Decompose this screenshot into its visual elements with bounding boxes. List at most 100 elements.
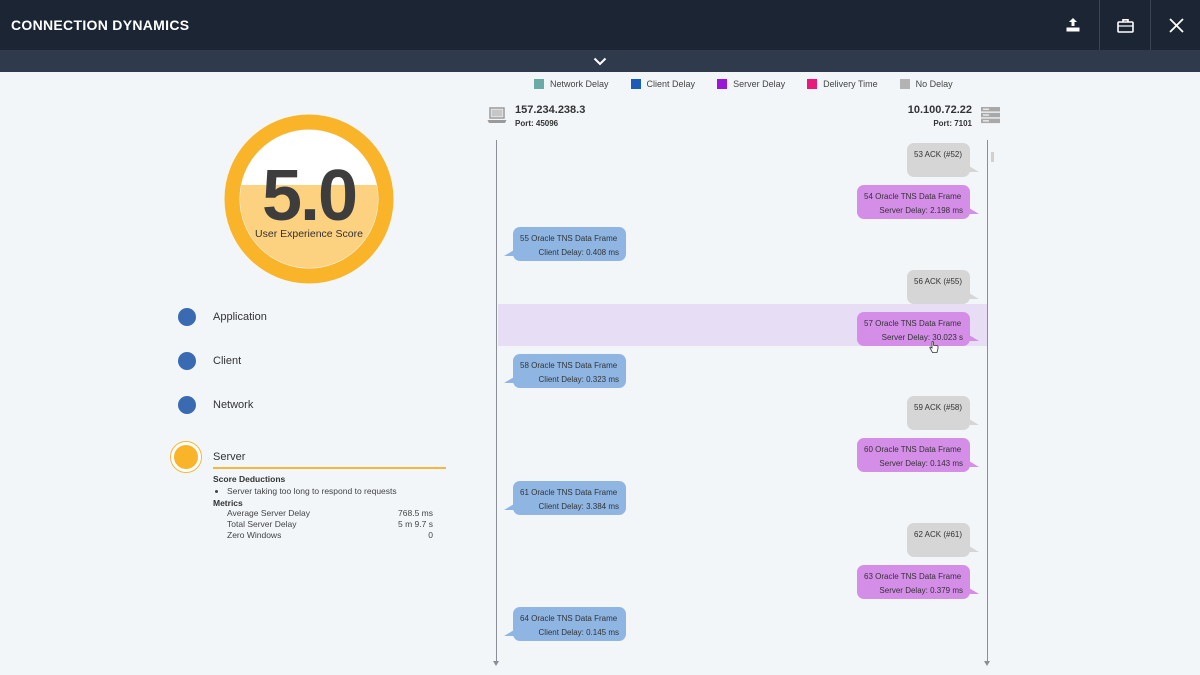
packet-title: 57 Oracle TNS Data Frame bbox=[864, 318, 962, 328]
legend-swatch bbox=[807, 79, 818, 89]
packet-title: 63 Oracle TNS Data Frame bbox=[864, 572, 962, 581]
bubble-tail bbox=[969, 419, 979, 426]
server-indicator[interactable] bbox=[170, 441, 202, 473]
server-underline bbox=[213, 467, 446, 469]
packet-delay: Server Delay: 2.198 ms bbox=[879, 206, 963, 216]
metric-row: Total Server Delay 5 m 9.7 s bbox=[213, 519, 433, 530]
legend-swatch bbox=[717, 79, 728, 89]
deductions-header: Score Deductions bbox=[213, 474, 286, 484]
metric-name: Zero Windows bbox=[227, 530, 282, 540]
bubble-tail bbox=[969, 545, 979, 552]
category-dot bbox=[178, 352, 196, 370]
category-client[interactable]: Client bbox=[178, 352, 241, 370]
category-network[interactable]: Network bbox=[178, 396, 253, 414]
legend-label: Delivery Time bbox=[823, 79, 878, 89]
bubble-tail bbox=[969, 588, 979, 594]
server-timeline bbox=[987, 140, 988, 662]
packet-title: 56 ACK (#55) bbox=[914, 276, 963, 286]
score-label: User Experience Score bbox=[255, 228, 363, 240]
score-gauge bbox=[224, 114, 394, 284]
legend-label: Network Delay bbox=[550, 79, 609, 89]
chevron-down-icon bbox=[593, 57, 607, 65]
packet-bubble[interactable]: 53 ACK (#52) bbox=[907, 143, 979, 177]
packet-bubble[interactable]: 56 ACK (#55) bbox=[907, 269, 979, 304]
packet-delay: Server Delay: 30.023 s bbox=[881, 332, 963, 342]
bubble-tail bbox=[969, 208, 979, 215]
packet-title: 60 Oracle TNS Data Frame bbox=[864, 445, 962, 455]
packet-delay: Client Delay: 3.384 ms bbox=[538, 501, 619, 511]
deductions-list: Server taking too long to respond to req… bbox=[213, 486, 433, 496]
category-label: Network bbox=[213, 399, 254, 411]
close-button[interactable] bbox=[1150, 0, 1200, 50]
score-value: 5.0 bbox=[261, 156, 358, 236]
export-button[interactable] bbox=[1048, 0, 1098, 50]
category-label: Client bbox=[213, 355, 242, 367]
category-application[interactable]: Application bbox=[178, 308, 267, 326]
client-timeline-arrow bbox=[493, 661, 499, 666]
hand-cursor-icon bbox=[929, 341, 939, 353]
legend-label: Client Delay bbox=[646, 79, 696, 89]
legend-item: Client Delay bbox=[630, 79, 696, 89]
legend-swatch bbox=[534, 79, 544, 89]
metric-value: 0 bbox=[428, 530, 433, 540]
legend-item: Network Delay bbox=[534, 79, 609, 89]
packet-bubble[interactable]: 59 ACK (#58) bbox=[907, 396, 979, 431]
category-label: Application bbox=[213, 311, 267, 323]
laptop-icon bbox=[487, 107, 507, 123]
metric-name: Total Server Delay bbox=[227, 519, 297, 529]
gauge-ring bbox=[224, 114, 394, 284]
packet-title: 59 ACK (#58) bbox=[914, 403, 963, 413]
bubble-tail bbox=[969, 461, 979, 468]
window-title: CONNECTION DYNAMICS bbox=[11, 17, 190, 33]
metric-name: Average Server Delay bbox=[227, 508, 310, 518]
packet-title: 58 Oracle TNS Data Frame bbox=[520, 361, 618, 370]
bubble-tail bbox=[504, 250, 514, 257]
collapse-bar[interactable] bbox=[0, 50, 1200, 72]
bubble-tail bbox=[969, 292, 979, 299]
category-dot bbox=[178, 308, 196, 326]
metric-row: Average Server Delay 768.5 ms bbox=[213, 508, 433, 519]
server-timeline-arrow bbox=[984, 661, 990, 666]
legend-label: No Delay bbox=[915, 79, 953, 89]
packet-title: 62 ACK (#61) bbox=[914, 529, 963, 539]
bubble-tail bbox=[969, 166, 979, 172]
title-bar: CONNECTION DYNAMICS bbox=[0, 0, 1200, 50]
packet-title: 53 ACK (#52) bbox=[914, 150, 963, 159]
export-icon bbox=[1066, 18, 1080, 32]
briefcase-button[interactable] bbox=[1099, 0, 1150, 50]
packet-delay: Server Delay: 0.379 ms bbox=[879, 586, 963, 595]
bubble-tail bbox=[504, 377, 514, 383]
packet-delay: Client Delay: 0.145 ms bbox=[538, 628, 619, 638]
timeline-scrollbar[interactable] bbox=[991, 152, 994, 162]
close-icon bbox=[1168, 17, 1184, 33]
metrics-header: Metrics bbox=[213, 498, 243, 508]
client-timeline bbox=[496, 140, 497, 662]
packet-bubble[interactable]: 62 ACK (#61) bbox=[907, 522, 979, 557]
metric-value: 5 m 9.7 s bbox=[398, 519, 433, 529]
server-ip: 10.100.72.22 bbox=[907, 104, 972, 116]
metric-row: Zero Windows 0 bbox=[213, 530, 433, 541]
bubble-tail bbox=[969, 334, 979, 341]
packet-title: 64 Oracle TNS Data Frame bbox=[520, 614, 618, 624]
metric-value: 768.5 ms bbox=[398, 508, 433, 518]
legend: Network Delay Client Delay Server Delay Del… bbox=[534, 79, 975, 89]
client-ip: 157.234.238.3 bbox=[515, 104, 586, 116]
bubble-tail bbox=[504, 630, 514, 637]
legend-item: Server Delay bbox=[717, 79, 785, 89]
category-dot bbox=[178, 396, 196, 414]
server-category-label[interactable]: Server bbox=[213, 451, 246, 463]
legend-label: Server Delay bbox=[733, 79, 786, 89]
legend-item: No Delay bbox=[899, 79, 953, 89]
packet-delay: Client Delay: 0.323 ms bbox=[538, 375, 619, 384]
server-dot bbox=[174, 445, 198, 469]
bubble-tail bbox=[504, 503, 514, 510]
